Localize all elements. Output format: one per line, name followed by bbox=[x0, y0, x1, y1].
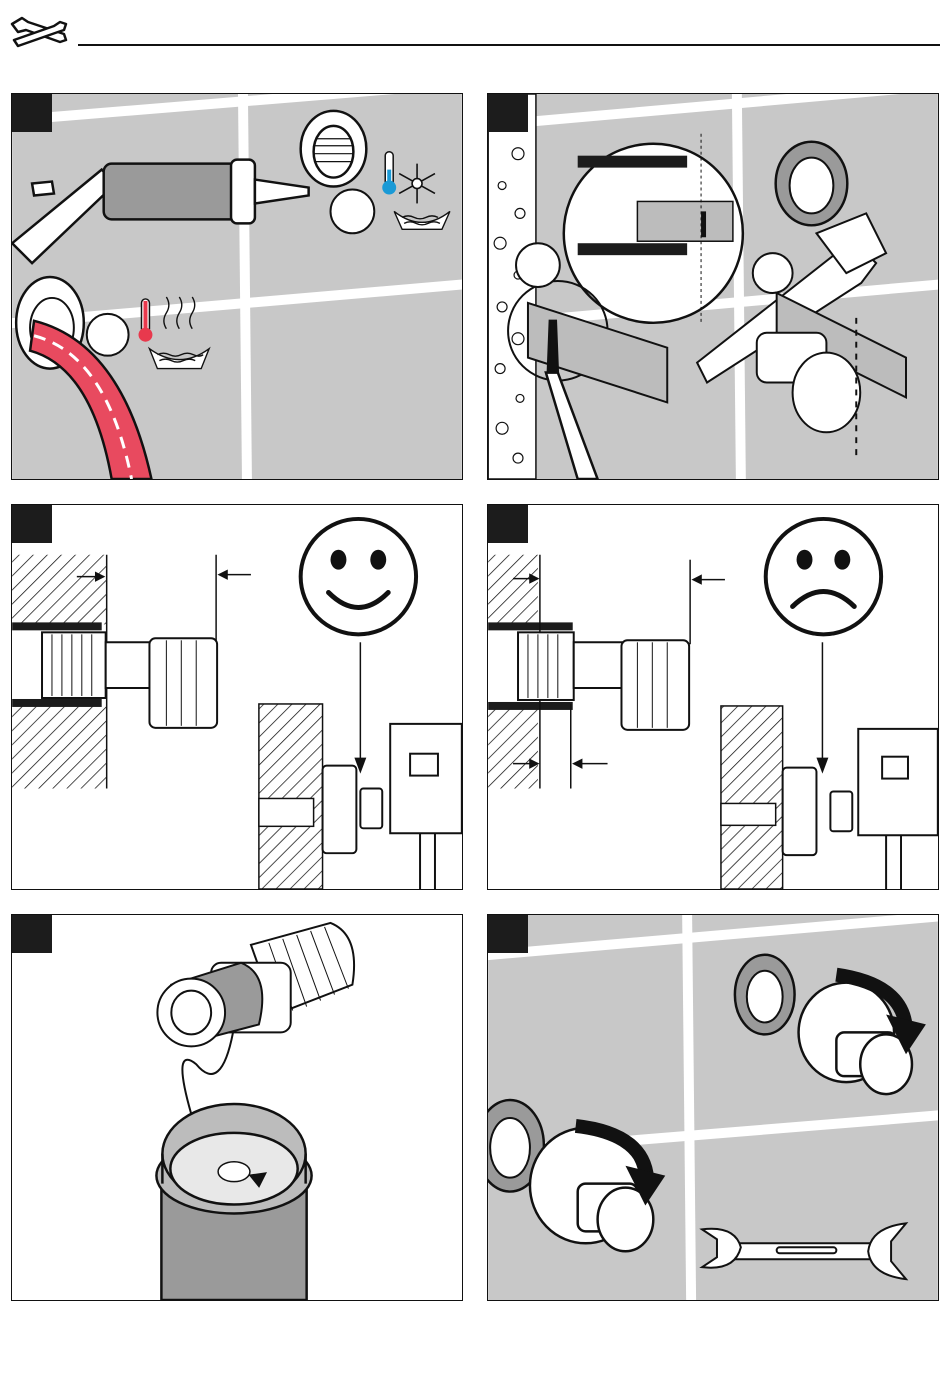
step-badge bbox=[488, 915, 528, 953]
panel-5 bbox=[11, 914, 463, 1301]
tools-icon bbox=[8, 10, 70, 52]
panel-4-illustration bbox=[488, 505, 938, 889]
panel-6 bbox=[487, 914, 939, 1301]
step-badge bbox=[488, 94, 528, 132]
sealant-can-icon bbox=[156, 1104, 311, 1300]
panel-3-illustration bbox=[12, 505, 462, 889]
step-badge bbox=[488, 505, 528, 543]
happy-face-icon bbox=[301, 519, 416, 634]
step-badge bbox=[12, 915, 52, 953]
panel-1-illustration bbox=[12, 94, 462, 479]
step-badge bbox=[12, 94, 52, 132]
header-rule bbox=[78, 44, 940, 46]
sad-face-icon bbox=[766, 519, 881, 634]
panel-5-illustration bbox=[12, 915, 462, 1300]
panel-2 bbox=[487, 93, 939, 480]
panel-6-illustration bbox=[488, 915, 938, 1300]
panel-1 bbox=[11, 93, 463, 480]
step-badge bbox=[12, 505, 52, 543]
panel-3 bbox=[11, 504, 463, 890]
panel-2-illustration bbox=[488, 94, 938, 479]
panel-4 bbox=[487, 504, 939, 890]
